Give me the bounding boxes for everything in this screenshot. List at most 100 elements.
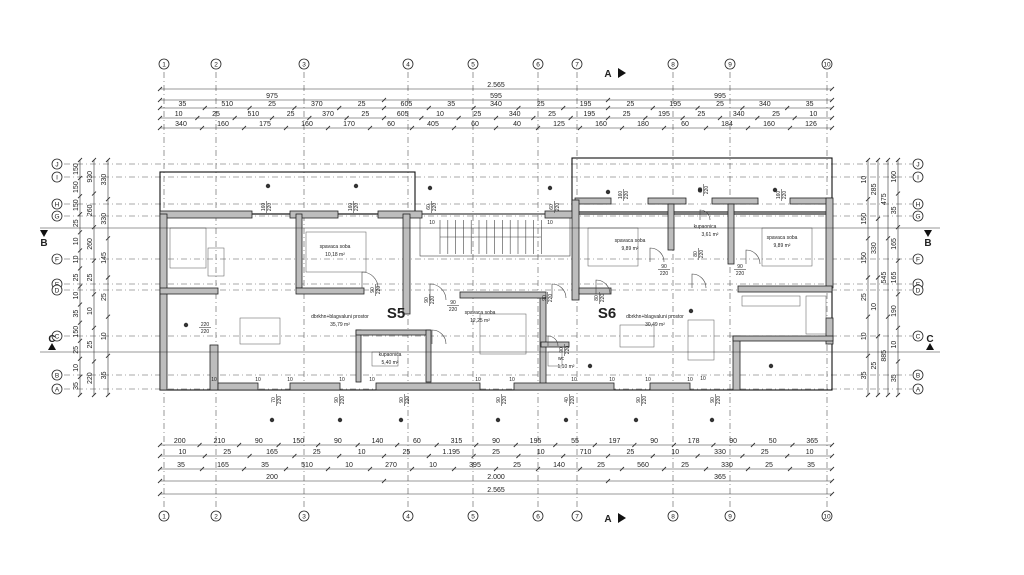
dimension-tick bbox=[661, 125, 667, 131]
opening-height: 220 bbox=[782, 191, 788, 200]
dimension-value: 10 bbox=[73, 237, 80, 245]
grid-bubble bbox=[158, 510, 170, 522]
dimension-tick bbox=[232, 115, 237, 121]
dimension-tick bbox=[829, 97, 835, 103]
grid-label-row: J bbox=[55, 161, 58, 168]
opening-width: 160 bbox=[618, 191, 624, 200]
dimension-tick bbox=[493, 466, 499, 472]
grid-bubble bbox=[51, 284, 63, 296]
dimension-value: 605 bbox=[397, 111, 409, 118]
dimension-tick bbox=[105, 236, 111, 241]
dimension-value: 340 bbox=[733, 111, 745, 118]
dimension-value: 25 bbox=[223, 449, 231, 456]
door-swing bbox=[431, 329, 447, 345]
door-swing bbox=[699, 209, 711, 221]
grid-label-row: A bbox=[55, 386, 60, 393]
dimension-value: 10 bbox=[73, 255, 80, 263]
grid-label-column: 10 bbox=[823, 62, 831, 69]
dimension-value: 260 bbox=[87, 204, 94, 216]
dimension-value: 25 bbox=[627, 449, 635, 456]
dimension-tick bbox=[471, 105, 476, 111]
dimension-tick bbox=[105, 392, 111, 398]
wall bbox=[732, 335, 741, 391]
dimension-tick bbox=[875, 157, 881, 163]
stair-treads bbox=[439, 220, 542, 254]
dimension-value: 560 bbox=[637, 462, 649, 469]
light-point bbox=[353, 183, 359, 189]
light-point bbox=[183, 322, 189, 328]
dimension-tick bbox=[535, 125, 541, 131]
dimension-tick bbox=[740, 453, 745, 459]
stair-core bbox=[419, 213, 571, 257]
opening-height: 220 bbox=[201, 329, 210, 335]
grid-label-row: D bbox=[55, 287, 60, 294]
wall bbox=[377, 210, 423, 219]
dimension-value: 165 bbox=[891, 272, 898, 284]
dimension-value: 10 bbox=[891, 341, 898, 349]
grid-bubble bbox=[210, 510, 222, 522]
light-point bbox=[495, 417, 501, 423]
dimension-tick bbox=[695, 105, 700, 111]
dimension-tick bbox=[381, 478, 387, 484]
dimension-value: 10 bbox=[358, 449, 366, 456]
dimension-value: 35 bbox=[179, 101, 187, 108]
dimension-tick bbox=[750, 442, 756, 448]
door-swing bbox=[429, 283, 447, 301]
dimension-value: 25 bbox=[597, 462, 605, 469]
dimension-tick bbox=[568, 115, 573, 121]
light-point bbox=[772, 187, 778, 193]
wall bbox=[289, 210, 339, 219]
grid-label-row: A bbox=[916, 386, 921, 393]
section-markers: A A B B C C bbox=[40, 68, 940, 525]
dimension-tick bbox=[307, 115, 312, 121]
dimension-value: 330 bbox=[721, 462, 733, 469]
dimension-value: 10 bbox=[671, 449, 679, 456]
dimension-value: 595 bbox=[490, 93, 502, 100]
dimension-value: 150 bbox=[73, 199, 80, 211]
opening-height: 220 bbox=[624, 191, 630, 200]
wall bbox=[375, 382, 481, 391]
dimension-value: 195 bbox=[658, 111, 670, 118]
room-area: 1,10 m² bbox=[558, 364, 575, 370]
dimension-tick bbox=[643, 115, 648, 121]
dimension-value: 160 bbox=[301, 121, 313, 128]
dimension-value: 405 bbox=[427, 121, 439, 128]
dimension-tick bbox=[513, 442, 519, 448]
wall bbox=[732, 335, 834, 342]
dimension-tick bbox=[792, 115, 797, 121]
opening-height: 220 bbox=[432, 203, 438, 212]
dimension-value: 340 bbox=[175, 121, 187, 128]
dimension-value: 2.565 bbox=[487, 82, 505, 89]
bed bbox=[479, 313, 527, 355]
dimension-tick bbox=[336, 105, 342, 111]
dimension-tick bbox=[409, 125, 415, 131]
dimension-tick bbox=[269, 115, 275, 121]
grid-bubble bbox=[158, 58, 170, 70]
dimension-tick bbox=[865, 392, 871, 398]
light-point bbox=[587, 363, 593, 369]
dimension-value: 25 bbox=[548, 111, 556, 118]
dimension-tick bbox=[787, 125, 793, 131]
dimension-tick bbox=[77, 392, 83, 398]
wall bbox=[737, 285, 833, 293]
dimension-tick bbox=[650, 105, 656, 111]
grid-bubble bbox=[821, 510, 833, 522]
terrace-s6 bbox=[571, 157, 833, 213]
room-area: 9,89 m² bbox=[622, 246, 639, 252]
dimension-tick bbox=[276, 442, 281, 448]
wall bbox=[667, 203, 675, 251]
dimension-value: 190 bbox=[891, 305, 898, 317]
dimension-tick bbox=[605, 115, 611, 121]
dimension-tick bbox=[241, 466, 247, 472]
dimension-tick bbox=[199, 125, 205, 131]
dimension-tick bbox=[577, 125, 583, 131]
dimension-value: 150 bbox=[73, 326, 80, 338]
door-swing bbox=[547, 335, 559, 347]
dimension-tick bbox=[592, 442, 598, 448]
dimension-tick bbox=[605, 478, 611, 484]
light-point bbox=[563, 417, 569, 423]
dimension-value: 35 bbox=[73, 382, 80, 390]
dimension-tick bbox=[91, 157, 97, 163]
